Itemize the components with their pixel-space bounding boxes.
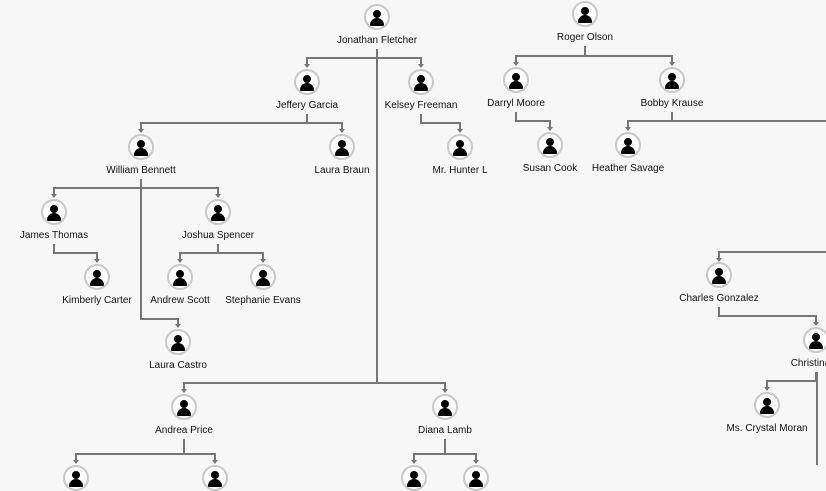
person-avatar-icon[interactable] xyxy=(250,264,276,290)
node-name-label: Roger Olson xyxy=(556,32,614,43)
person-avatar-icon[interactable] xyxy=(503,67,529,93)
arrow-head-icon xyxy=(411,460,417,464)
person-avatar-icon[interactable] xyxy=(447,134,473,160)
person-avatar-icon[interactable] xyxy=(401,465,427,491)
arrow-head-icon xyxy=(625,127,631,131)
connector-kf-hl xyxy=(420,114,461,132)
connector-ap-p1 xyxy=(75,439,185,463)
node-name-label: William Bennett xyxy=(106,165,176,176)
arrow-head-icon xyxy=(547,127,553,131)
person-avatar-icon[interactable] xyxy=(659,67,685,93)
connector-jf-dl xyxy=(376,49,446,392)
arrow-head-icon xyxy=(764,387,770,391)
node-name-label: Diana Lamb xyxy=(418,425,472,436)
person-avatar-icon[interactable] xyxy=(364,4,390,30)
connector-jg-lb xyxy=(306,114,343,132)
node-name-label: Laura Braun xyxy=(314,165,370,176)
connector-wb-lc xyxy=(140,179,179,327)
arrow-head-icon xyxy=(94,259,100,263)
person-avatar-icon[interactable] xyxy=(572,1,598,27)
connector-jg-wb xyxy=(140,114,308,132)
connector-js-as xyxy=(179,244,219,262)
person-avatar-icon[interactable] xyxy=(615,132,641,158)
node-name-label: Jonathan Fletcher xyxy=(336,35,418,46)
node-name-label: Bobby Krause xyxy=(640,98,704,109)
person-avatar-icon[interactable] xyxy=(463,465,489,491)
node-name-label: James Thomas xyxy=(19,230,89,241)
arrow-head-icon xyxy=(73,460,79,464)
arrow-head-icon xyxy=(138,129,144,133)
person-avatar-icon[interactable] xyxy=(803,327,826,353)
arrow-head-icon xyxy=(442,389,448,393)
connector-offscreen-cg xyxy=(718,251,826,261)
arrow-head-icon xyxy=(304,64,310,68)
connector-jt-kc xyxy=(53,244,98,262)
person-avatar-icon[interactable] xyxy=(205,199,231,225)
connector-ro-bk xyxy=(584,46,673,65)
arrow-head-icon xyxy=(669,62,675,66)
node-name-label: Ms. Crystal Moran xyxy=(726,423,808,434)
connector-cm-crm xyxy=(766,372,817,390)
node-name-label: Andrew Scott xyxy=(150,295,210,306)
connector-wb-jt xyxy=(53,179,142,197)
arrow-head-icon xyxy=(716,258,722,262)
arrow-head-icon xyxy=(457,129,463,133)
arrow-head-icon xyxy=(51,194,57,198)
node-name-label: Christina M xyxy=(790,358,826,369)
connector-bk-hs xyxy=(627,112,673,130)
node-name-label: Laura Castro xyxy=(149,360,207,371)
connector-dl-p4 xyxy=(444,439,477,463)
connector-layer xyxy=(51,46,826,465)
node-name-label: Stephanie Evans xyxy=(225,295,301,306)
connector-jf-kf xyxy=(376,49,422,67)
connector-wb-js xyxy=(140,179,219,197)
connector-js-se xyxy=(217,244,264,262)
node-name-label: Jeffery Garcia xyxy=(275,100,339,111)
arrow-head-icon xyxy=(181,389,187,393)
connector-ro-dm xyxy=(515,46,586,65)
person-avatar-icon[interactable] xyxy=(171,394,197,420)
person-avatar-icon[interactable] xyxy=(294,69,320,95)
arrow-head-icon xyxy=(212,460,218,464)
person-avatar-icon[interactable] xyxy=(754,392,780,418)
arrow-head-icon xyxy=(177,259,183,263)
arrow-head-icon xyxy=(418,64,424,68)
node-name-label: Charles Gonzalez xyxy=(679,293,759,304)
arrow-head-icon xyxy=(175,324,181,328)
node-name-label: Kelsey Freeman xyxy=(384,100,458,111)
connector-dl-p3 xyxy=(413,439,446,463)
node-name-label: Mr. Hunter L xyxy=(432,165,488,176)
node-name-label: Heather Savage xyxy=(591,163,665,174)
arrow-head-icon xyxy=(473,460,479,464)
arrow-head-icon xyxy=(339,129,345,133)
node-name-label: Susan Cook xyxy=(522,163,578,174)
arrow-head-icon xyxy=(813,322,819,326)
person-avatar-icon[interactable] xyxy=(537,132,563,158)
person-avatar-icon[interactable] xyxy=(432,394,458,420)
person-avatar-icon[interactable] xyxy=(128,134,154,160)
person-avatar-icon[interactable] xyxy=(63,465,89,491)
person-avatar-icon[interactable] xyxy=(706,262,732,288)
person-avatar-icon[interactable] xyxy=(408,69,434,95)
arrow-head-icon xyxy=(260,259,266,263)
node-name-label: Andrea Price xyxy=(155,425,213,436)
person-avatar-icon[interactable] xyxy=(84,264,110,290)
connector-cg-cm xyxy=(718,307,817,325)
person-avatar-icon[interactable] xyxy=(202,465,228,491)
person-avatar-icon[interactable] xyxy=(167,264,193,290)
node-name-label: Joshua Spencer xyxy=(181,230,255,241)
connector-dm-sc xyxy=(515,112,551,130)
connector-jf-jg xyxy=(306,49,378,67)
node-name-label: Darryl Moore xyxy=(487,98,545,109)
arrow-head-icon xyxy=(215,194,221,198)
node-name-label: Kimberly Carter xyxy=(62,295,132,306)
arrow-head-icon xyxy=(513,62,519,66)
person-avatar-icon[interactable] xyxy=(165,329,191,355)
person-avatar-icon[interactable] xyxy=(329,134,355,160)
connector-ap-p2 xyxy=(183,439,216,463)
person-avatar-icon[interactable] xyxy=(41,199,67,225)
